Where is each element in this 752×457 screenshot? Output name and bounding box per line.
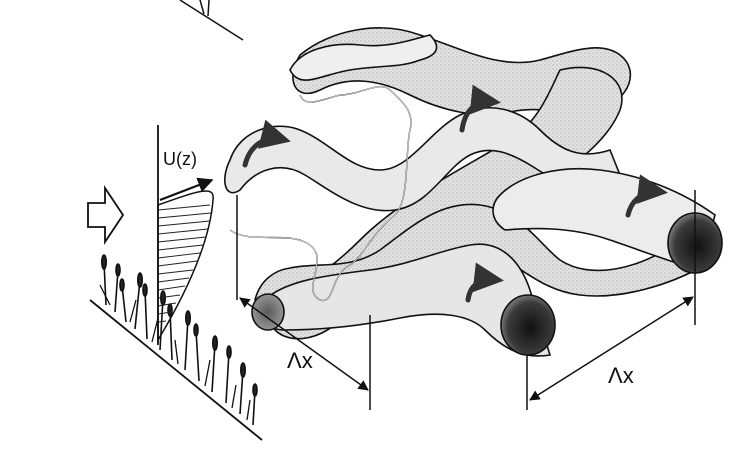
wavelength-dimensions <box>236 190 696 410</box>
flow-direction-arrow <box>87 185 125 245</box>
tube-end-front <box>500 294 556 356</box>
velocity-profile <box>157 125 214 345</box>
velocity-profile-label: U(z) <box>163 149 197 169</box>
rotation-arrows <box>242 84 668 303</box>
vegetation-reeds <box>99 254 258 426</box>
wavelength-label-left: Λx <box>287 348 313 373</box>
wavelength-label-right: Λx <box>608 363 634 388</box>
top-reed-fragment <box>179 0 244 41</box>
tube-end-left <box>251 293 285 331</box>
ground-line <box>89 299 263 441</box>
